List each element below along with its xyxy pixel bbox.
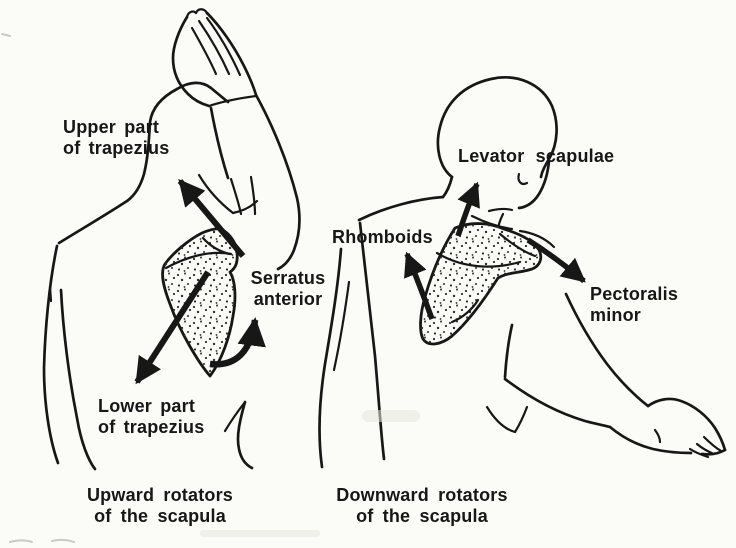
- left-armpit-fold: [249, 175, 257, 216]
- right-hand-finger-line: [688, 447, 710, 459]
- right-scapula-inner-curve: [450, 298, 480, 324]
- right-arm-upper-edge: [564, 292, 650, 408]
- paper-smudge: [200, 530, 320, 537]
- left-armpit-fold: [229, 177, 243, 216]
- right-scapula: [419, 222, 543, 346]
- left-lower-back-line: [223, 400, 247, 433]
- left-elbow-crease: [48, 285, 53, 303]
- right-hand-finger-line: [695, 442, 716, 456]
- paper-smudge: [362, 410, 420, 422]
- right-ear-curl: [517, 172, 529, 185]
- lower-trapezius-label: Lower part of trapezius: [98, 396, 205, 437]
- right-figure-caption: Downward rotators of the scapula: [336, 485, 508, 526]
- left-wrist-line: [207, 94, 258, 108]
- right-torso-side-line: [503, 323, 514, 379]
- upper-trapezius-label: Upper part of trapezius: [63, 117, 170, 158]
- right-waist-crease: [513, 405, 529, 434]
- cropped-print-artifact: [51, 538, 75, 543]
- left-arm-outer-edge: [254, 93, 301, 271]
- left-hand-finger-line: [190, 26, 218, 76]
- right-scapula-stipple: [420, 223, 541, 345]
- rhomboids-label: Rhomboids: [332, 227, 433, 247]
- left-armpit-fold: [231, 199, 259, 215]
- left-figure-caption: Upward rotators of the scapula: [86, 485, 234, 526]
- right-hand-finger-line: [702, 435, 723, 453]
- left-torso-secondary-line: [332, 280, 351, 372]
- left-head-top: [175, 81, 230, 104]
- right-figure-outline: [357, 76, 727, 461]
- left-hanging-arm-outer: [42, 244, 60, 465]
- left-hand-fingertip: [194, 8, 209, 15]
- left-scapula: [161, 227, 239, 378]
- right-chin-line: [487, 207, 514, 213]
- left-scapula-stipple: [162, 228, 238, 376]
- left-hand-finger-line: [197, 19, 231, 76]
- serratus-anterior-label: Serratus anterior: [250, 268, 326, 309]
- left-hand-fingertip: [185, 10, 198, 19]
- pectoralis-minor-arrow: [526, 237, 586, 284]
- lower-trapezius-arrow: [134, 270, 211, 385]
- right-neck-back: [441, 175, 454, 199]
- right-collar-line: [518, 229, 556, 249]
- right-wrist-mark: [653, 428, 662, 444]
- left-head-neck: [125, 87, 179, 203]
- cropped-print-artifact: [1, 33, 11, 37]
- levator-scapulae-arrow: [455, 181, 480, 237]
- left-hanging-arm-inner: [59, 288, 97, 471]
- left-shoulder-slope: [57, 199, 129, 245]
- right-hand-upper-edge: [646, 397, 727, 452]
- scan-artifacts: [1, 33, 420, 543]
- pectoralis-minor-label: Pectoralis minor: [590, 284, 679, 325]
- left-arrows: [134, 178, 266, 385]
- right-shoulder-slope: [357, 195, 445, 222]
- upper-trapezius-arrow: [177, 178, 246, 258]
- cropped-print-artifact: [9, 539, 33, 543]
- right-scapula-fold-line: [435, 251, 522, 268]
- left-lower-back-line: [236, 400, 254, 470]
- right-waist-crease: [485, 405, 517, 434]
- right-jaw-line: [517, 159, 551, 210]
- left-hand-finger-edge: [205, 11, 258, 97]
- rhomboids-arrow: [404, 251, 435, 320]
- left-torso-right-edge: [318, 247, 343, 469]
- left-hand-finger-line: [205, 16, 242, 77]
- left-hand-palm-edge: [171, 15, 211, 108]
- right-torso-left-edge: [358, 221, 386, 461]
- left-arm-inner-edge: [209, 106, 230, 180]
- right-arrows: [404, 181, 586, 320]
- left-armpit-fold: [197, 173, 235, 215]
- serratus-anterior-arrow: [209, 317, 266, 368]
- right-scapula-fold-line: [498, 232, 537, 258]
- levator-scapulae-label: Levator scapulae: [458, 146, 615, 166]
- right-hand-lower-edge: [608, 425, 693, 455]
- left-figure-outline: [42, 8, 351, 471]
- left-scapula-fold-line: [201, 236, 232, 256]
- right-arm-lower-edge: [503, 377, 612, 429]
